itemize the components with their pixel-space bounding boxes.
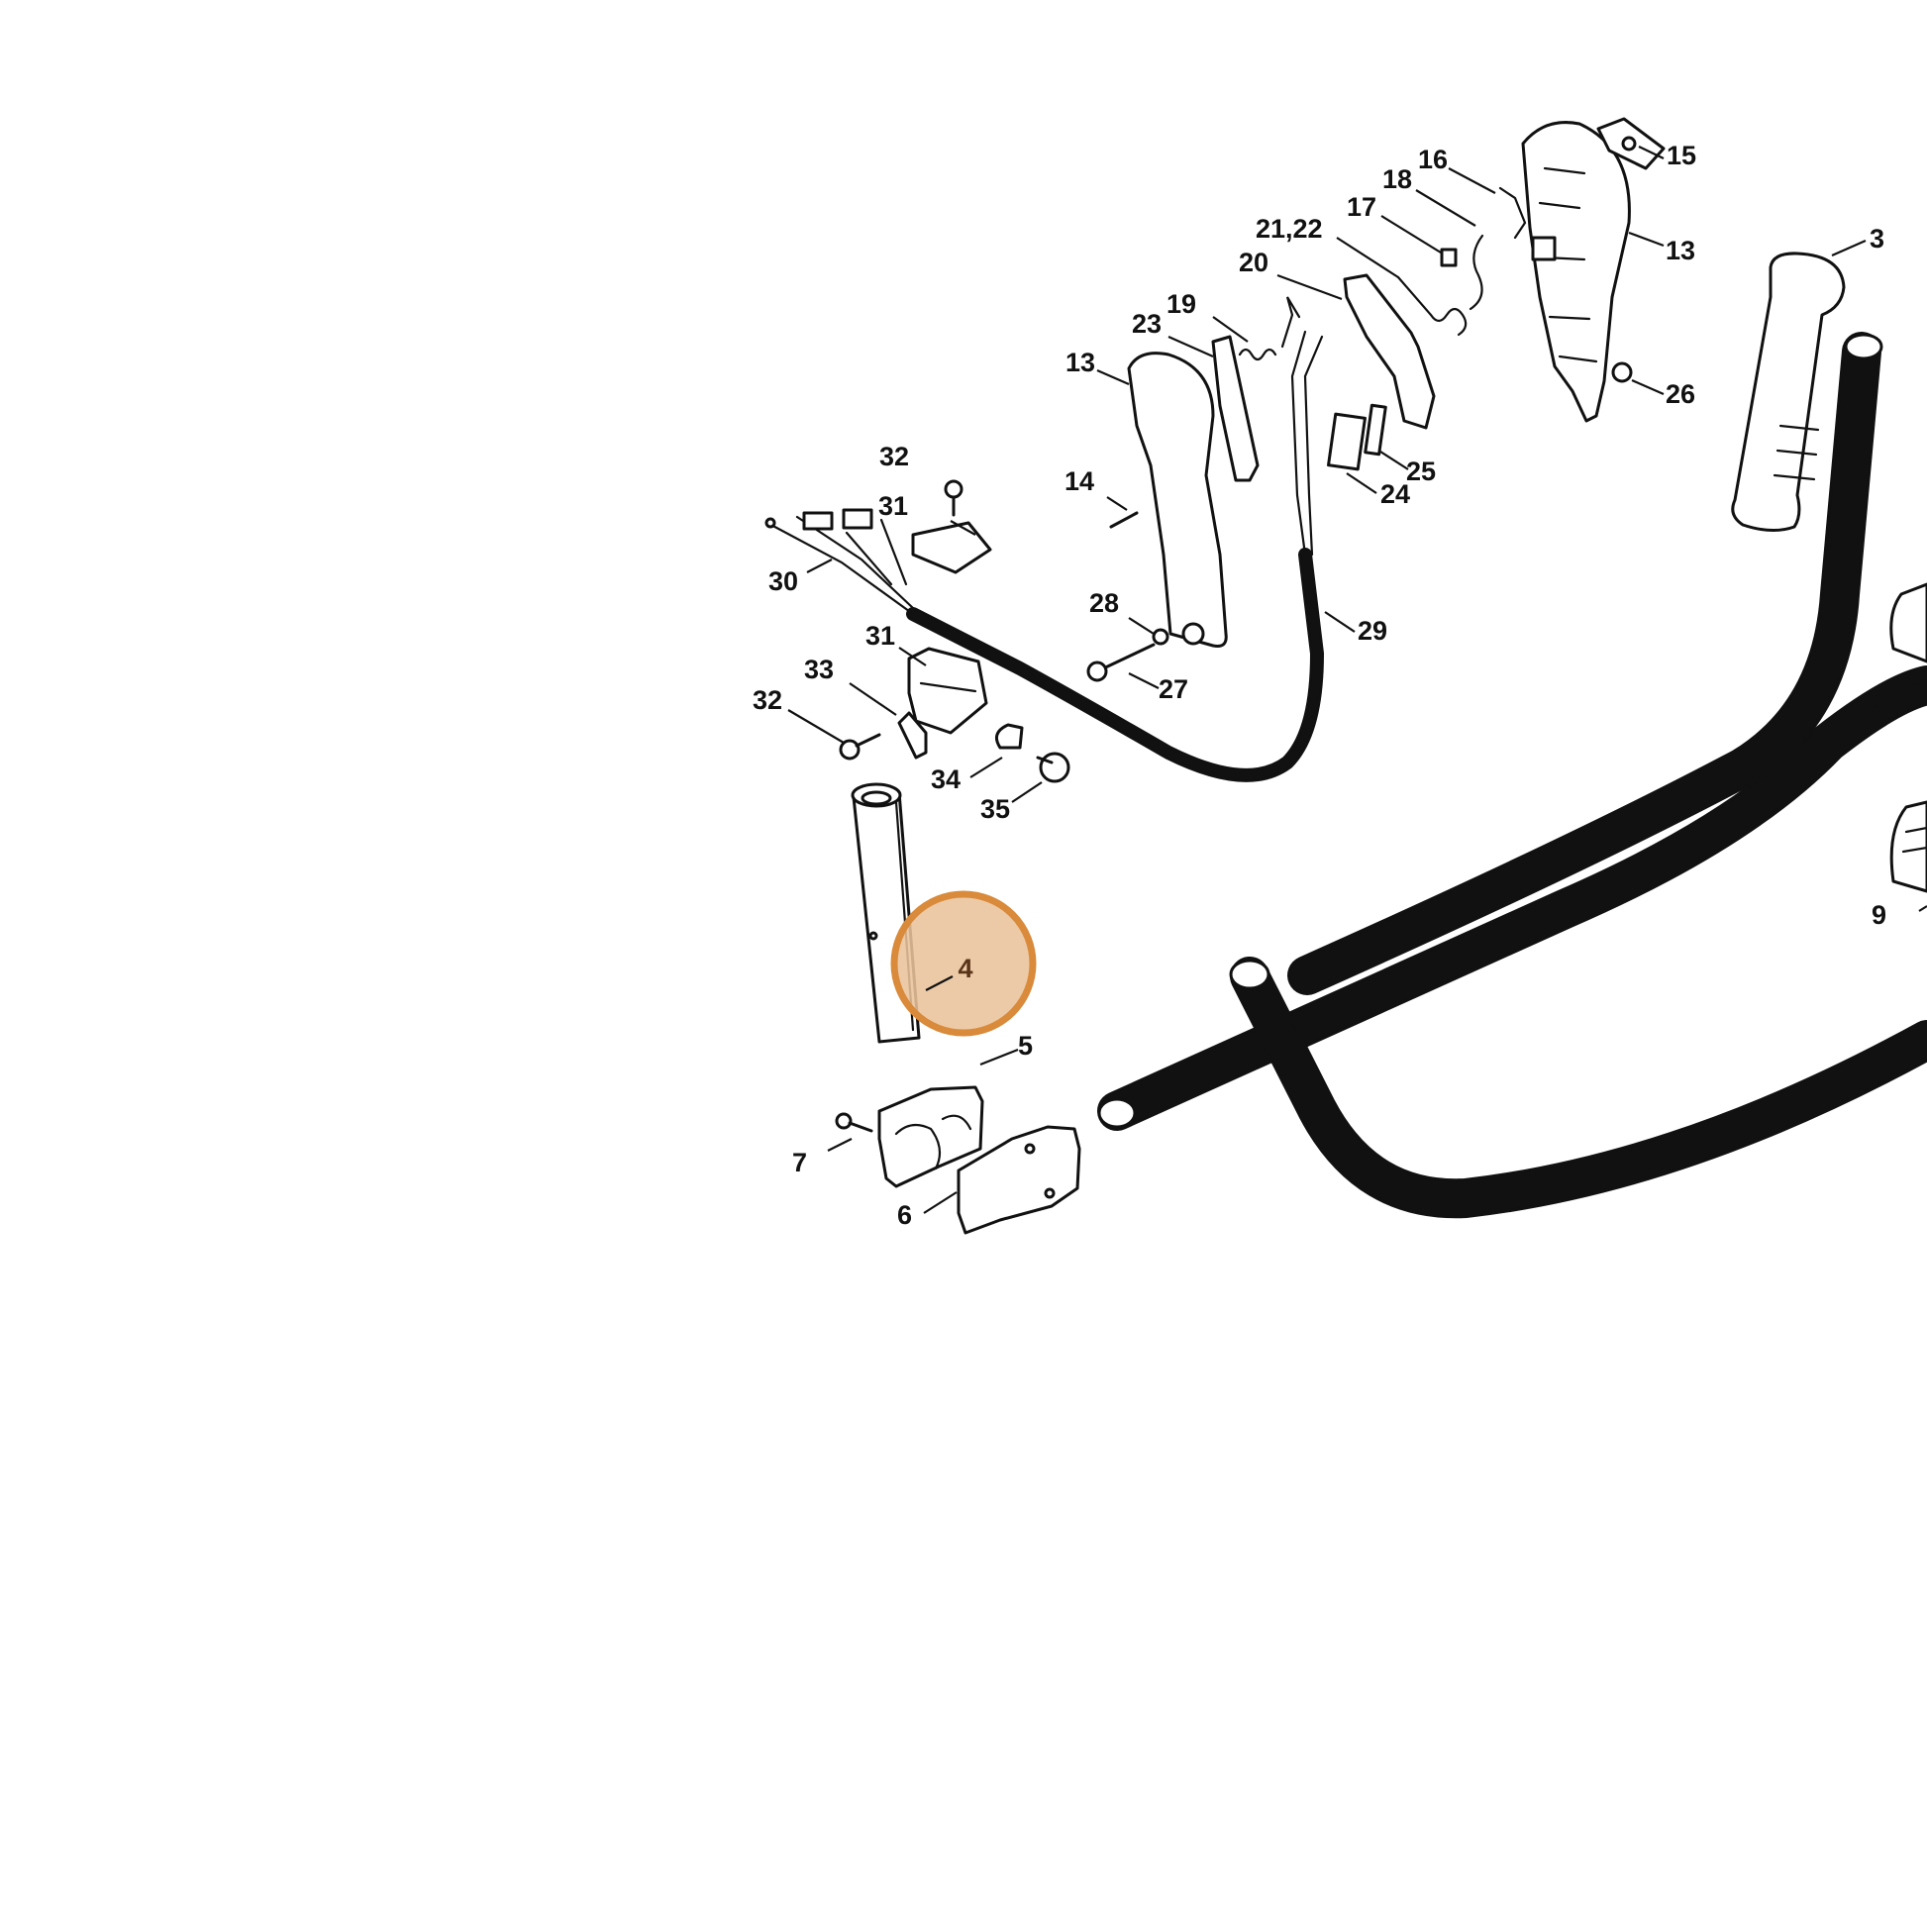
callout-33: 33 xyxy=(804,655,834,684)
callout-20: 20 xyxy=(1239,248,1268,277)
clip-part-34 xyxy=(994,723,1024,750)
callout-31-lower: 31 xyxy=(865,621,895,651)
partial-part-8 xyxy=(1889,582,1927,663)
cable-harness-part-29 xyxy=(906,296,1324,782)
screw-part-32-lower xyxy=(839,733,881,761)
spring-part-18 xyxy=(1469,234,1484,311)
leader-lines xyxy=(787,146,1927,1214)
loop-handle-tube xyxy=(1097,332,1927,1219)
callout-16: 16 xyxy=(1418,145,1448,174)
callout-15: 15 xyxy=(1667,141,1696,170)
clamp-part-6 xyxy=(957,1125,1081,1235)
callout-17: 17 xyxy=(1347,192,1376,222)
callout-29: 29 xyxy=(1358,616,1387,646)
highlight-marker[interactable]: 4 xyxy=(890,890,1037,1037)
callout-13-right: 13 xyxy=(1666,236,1695,265)
spring-part-21-22 xyxy=(1396,275,1468,337)
callout-3: 3 xyxy=(1870,224,1884,254)
callout-18: 18 xyxy=(1382,164,1412,194)
spring-part-19 xyxy=(1238,348,1277,361)
callout-27: 27 xyxy=(1159,674,1188,704)
callout-21-22: 21,22 xyxy=(1256,214,1323,244)
callout-30: 30 xyxy=(768,566,798,596)
contact-part-25 xyxy=(1364,403,1387,457)
highlight-label: 4 xyxy=(958,954,972,983)
callout-34: 34 xyxy=(931,764,961,794)
callout-25: 25 xyxy=(1406,457,1436,486)
switch-part-31-lower xyxy=(907,647,988,735)
callout-19: 19 xyxy=(1166,289,1196,319)
callout-31-upper: 31 xyxy=(878,491,908,521)
callout-32-lower: 32 xyxy=(753,685,782,715)
nut-part-26 xyxy=(1611,361,1633,383)
callout-labels: 15 16 18 17 13 3 21,22 20 19 23 13 26 25… xyxy=(753,141,1886,1230)
clamp-part-5 xyxy=(877,1085,984,1188)
screw-part-14 xyxy=(1109,511,1139,529)
callout-28: 28 xyxy=(1089,588,1119,618)
trigger-part-20 xyxy=(1343,273,1436,430)
screw-part-32-upper xyxy=(944,479,964,517)
screw-part-35 xyxy=(1036,752,1070,783)
callout-6: 6 xyxy=(897,1200,912,1230)
callout-32-upper: 32 xyxy=(879,442,909,471)
screw-part-17 xyxy=(1440,248,1458,267)
grip-part-3 xyxy=(1731,252,1846,532)
callout-9: 9 xyxy=(1872,900,1886,930)
callout-24: 24 xyxy=(1380,479,1410,509)
bracket-part-33 xyxy=(897,711,928,760)
contact-part-24 xyxy=(1327,412,1367,471)
screw-part-7 xyxy=(835,1112,873,1133)
screw-part-27 xyxy=(1086,643,1156,682)
callout-5: 5 xyxy=(1018,1031,1033,1061)
partial-part-9 xyxy=(1889,800,1927,893)
spring-clip-part-16 xyxy=(1498,186,1527,240)
housing-half-13-right xyxy=(1521,121,1631,423)
washer-part-28 xyxy=(1152,628,1169,646)
callout-23: 23 xyxy=(1132,309,1162,339)
callout-26: 26 xyxy=(1666,379,1695,409)
housing-half-13-left xyxy=(1127,352,1228,648)
cable-part-30 xyxy=(764,508,915,616)
cover-part-31-upper xyxy=(911,521,992,574)
callout-35: 35 xyxy=(980,794,1010,824)
callout-13-left: 13 xyxy=(1065,348,1095,377)
lever-part-23 xyxy=(1211,335,1260,482)
callout-14: 14 xyxy=(1065,466,1094,496)
callout-8: 8 xyxy=(1872,690,1886,720)
callout-7: 7 xyxy=(792,1148,807,1177)
knob-part-15 xyxy=(1596,117,1666,170)
